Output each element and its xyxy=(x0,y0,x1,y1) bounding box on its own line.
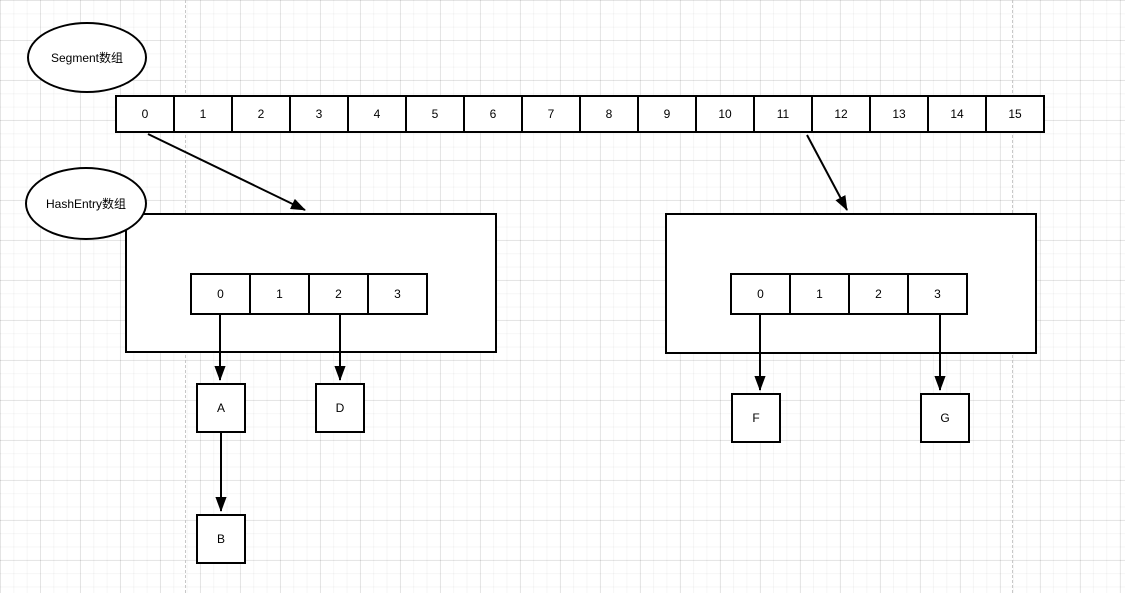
right-bucket-cell-0[interactable]: 0 xyxy=(730,273,791,315)
left-bucket-array: 0 1 2 3 xyxy=(190,273,428,315)
segment-array-ellipse[interactable]: Segment数组 xyxy=(27,22,147,93)
right-bucket-cell-3[interactable]: 3 xyxy=(907,273,968,315)
segment-cell-1-label: 1 xyxy=(199,107,207,121)
segment-cell-13[interactable]: 13 xyxy=(869,95,929,133)
right-bucket-cell-0-label: 0 xyxy=(757,287,764,301)
node-d[interactable]: D xyxy=(315,383,365,433)
segment-cell-14-label: 14 xyxy=(950,107,964,121)
right-bucket-cell-1[interactable]: 1 xyxy=(789,273,850,315)
segment-cell-2-label: 2 xyxy=(257,107,265,121)
segment-cell-7-label: 7 xyxy=(547,107,555,121)
segment-cell-0-label: 0 xyxy=(141,107,149,121)
segment-cell-11[interactable]: 11 xyxy=(753,95,813,133)
right-bucket-array: 0 1 2 3 xyxy=(730,273,968,315)
segment-cell-6[interactable]: 6 xyxy=(463,95,523,133)
left-bucket-cell-2[interactable]: 2 xyxy=(308,273,369,315)
node-a[interactable]: A xyxy=(196,383,246,433)
segment-cell-2[interactable]: 2 xyxy=(231,95,291,133)
arrow-segment0-to-left-container[interactable] xyxy=(147,133,306,211)
hashentry-array-ellipse-label: HashEntry数组 xyxy=(45,197,127,211)
segment-cell-15-label: 15 xyxy=(1008,107,1022,121)
segment-cell-4[interactable]: 4 xyxy=(347,95,407,133)
segment-cell-9-label: 9 xyxy=(663,107,671,121)
node-b[interactable]: B xyxy=(196,514,246,564)
segment-cell-12[interactable]: 12 xyxy=(811,95,871,133)
segment-cell-13-label: 13 xyxy=(892,107,906,121)
segment-cell-7[interactable]: 7 xyxy=(521,95,581,133)
segment-cell-8-label: 8 xyxy=(605,107,613,121)
left-bucket-cell-3[interactable]: 3 xyxy=(367,273,428,315)
right-bucket-cell-3-label: 3 xyxy=(934,287,941,301)
segment-cell-0[interactable]: 0 xyxy=(115,95,175,133)
left-bucket-cell-3-label: 3 xyxy=(394,287,401,301)
node-a-label: A xyxy=(216,401,225,415)
segment-array-ellipse-label: Segment数组 xyxy=(50,51,124,65)
right-bucket-cell-2[interactable]: 2 xyxy=(848,273,909,315)
node-g-label: G xyxy=(940,411,950,425)
segment-cell-4-label: 4 xyxy=(373,107,381,121)
segment-cell-10-label: 10 xyxy=(718,107,732,121)
node-f[interactable]: F xyxy=(731,393,781,443)
segment-cell-11-label: 11 xyxy=(776,107,790,121)
node-d-label: D xyxy=(335,401,345,415)
arrow-segment11-to-right-container[interactable] xyxy=(806,134,848,211)
right-bucket-cell-1-label: 1 xyxy=(816,287,823,301)
segment-cell-14[interactable]: 14 xyxy=(927,95,987,133)
segment-cell-8[interactable]: 8 xyxy=(579,95,639,133)
left-bucket-cell-0[interactable]: 0 xyxy=(190,273,251,315)
left-bucket-cell-2-label: 2 xyxy=(335,287,342,301)
segment-cell-3-label: 3 xyxy=(315,107,323,121)
segment-cell-12-label: 12 xyxy=(834,107,848,121)
segment-cell-5[interactable]: 5 xyxy=(405,95,465,133)
segment-cell-10[interactable]: 10 xyxy=(695,95,755,133)
node-g[interactable]: G xyxy=(920,393,970,443)
segment-cell-3[interactable]: 3 xyxy=(289,95,349,133)
segment-cell-6-label: 6 xyxy=(489,107,497,121)
node-b-label: B xyxy=(216,532,225,546)
left-bucket-cell-0-label: 0 xyxy=(217,287,224,301)
segment-cell-5-label: 5 xyxy=(431,107,439,121)
node-f-label: F xyxy=(752,411,760,425)
segment-cell-1[interactable]: 1 xyxy=(173,95,233,133)
right-bucket-cell-2-label: 2 xyxy=(875,287,882,301)
hashentry-array-ellipse[interactable]: HashEntry数组 xyxy=(25,167,147,240)
segment-cell-9[interactable]: 9 xyxy=(637,95,697,133)
segment-array: 0 1 2 3 4 5 6 7 8 9 10 11 12 13 14 15 xyxy=(115,95,1045,133)
left-bucket-cell-1-label: 1 xyxy=(276,287,283,301)
left-bucket-cell-1[interactable]: 1 xyxy=(249,273,310,315)
segment-cell-15[interactable]: 15 xyxy=(985,95,1045,133)
